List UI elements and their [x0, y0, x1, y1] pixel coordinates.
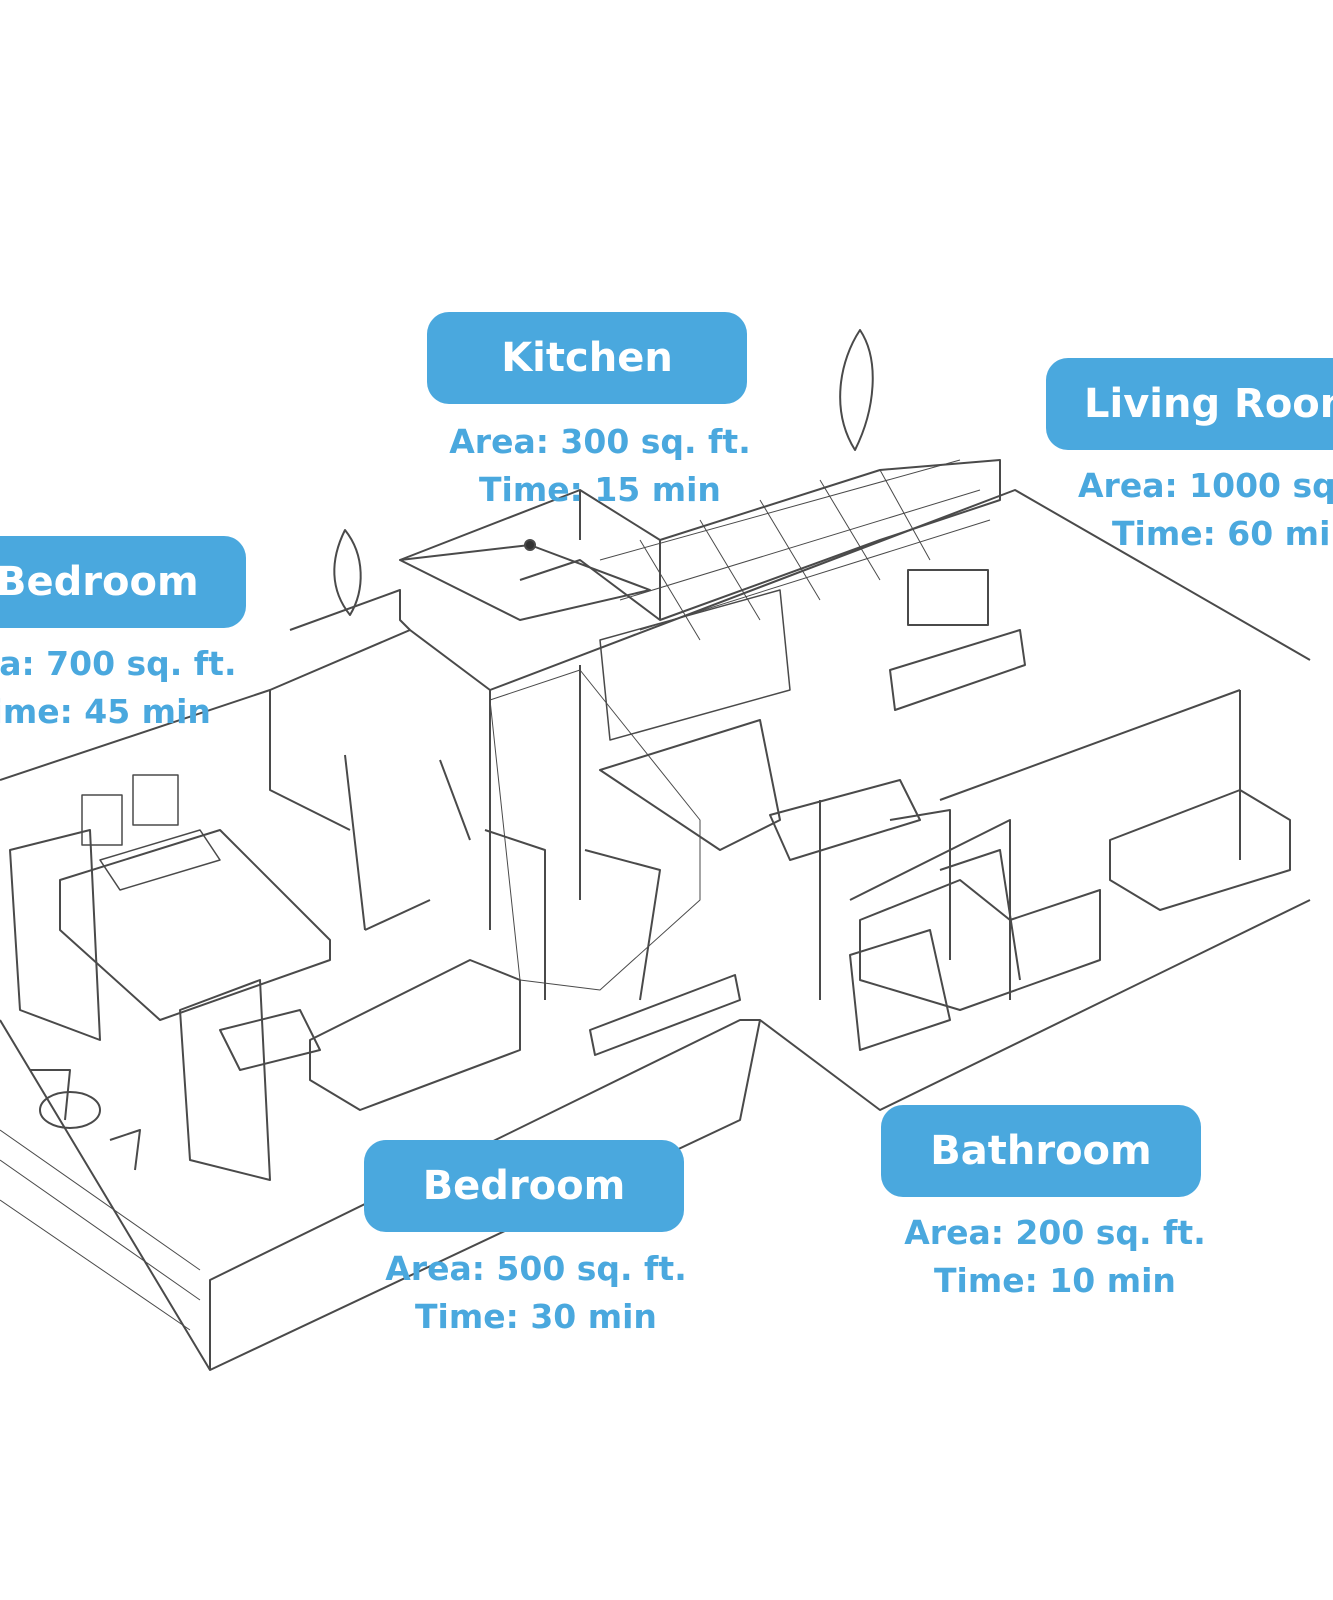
- double-bed: [59, 829, 331, 1021]
- room-time: Time: 60 min: [1112, 514, 1333, 553]
- single-bed: [309, 959, 521, 1111]
- tv: [907, 569, 989, 626]
- room-details: Area: 200 sq. ft. Time: 10 min: [895, 1209, 1215, 1305]
- front-railing: [0, 1129, 201, 1331]
- front-wall: [0, 899, 1311, 1371]
- kitchen-cabinets: [599, 589, 791, 741]
- room-time: Time: 45 min: [0, 692, 211, 731]
- room-name-label: Bedroom: [0, 536, 246, 628]
- glass-partition-left: [9, 829, 101, 1041]
- room-area: Area: 300 sq. ft.: [449, 422, 751, 461]
- desk: [219, 1009, 321, 1071]
- plant-right: [839, 329, 874, 451]
- interior-wall: [269, 665, 581, 930]
- room-time: Time: 30 min: [415, 1297, 657, 1336]
- room-area: Area: 700 sq. ft.: [0, 644, 237, 683]
- room-time: Time: 15 min: [479, 470, 721, 509]
- dining-table: [769, 779, 921, 861]
- room-name-label: Bathroom: [881, 1105, 1201, 1197]
- room-details: Area: 700 sq. ft. Time: 45 min: [0, 640, 275, 736]
- room-area: Area: 200 sq. ft.: [904, 1213, 1206, 1252]
- room-area: Area: 500 sq. ft.: [385, 1249, 687, 1288]
- planter-box: [589, 974, 741, 1056]
- terrazzo-floor: [489, 669, 701, 991]
- balcony-outline: [399, 459, 1001, 621]
- wall-art-2: [132, 774, 179, 826]
- room-area: Area: 1000 sq. ft.: [1078, 466, 1333, 505]
- glass-partition-front: [179, 979, 271, 1181]
- plant-left: [333, 529, 362, 616]
- kitchen-counter: [599, 719, 781, 851]
- room-time: Time: 10 min: [934, 1261, 1176, 1300]
- room-name-label: Living Room: [1046, 358, 1333, 450]
- umbrella: [399, 544, 651, 621]
- room-details: Area: 500 sq. ft. Time: 30 min: [376, 1245, 696, 1341]
- wall-art-1: [81, 794, 123, 846]
- outdoor-table: [39, 1091, 101, 1129]
- tv-console: [889, 629, 1026, 711]
- room-name-label: Kitchen: [427, 312, 747, 404]
- balcony-railing: [599, 459, 991, 631]
- wardrobe: [344, 754, 471, 931]
- room-name-label: Bedroom: [364, 1140, 684, 1232]
- bathroom-floor: [859, 879, 1101, 1011]
- room-details: Area: 300 sq. ft. Time: 15 min: [440, 418, 760, 514]
- room-details: Area: 1000 sq. ft. Time: 60 min: [1078, 462, 1333, 558]
- living-sofa: [1109, 789, 1291, 911]
